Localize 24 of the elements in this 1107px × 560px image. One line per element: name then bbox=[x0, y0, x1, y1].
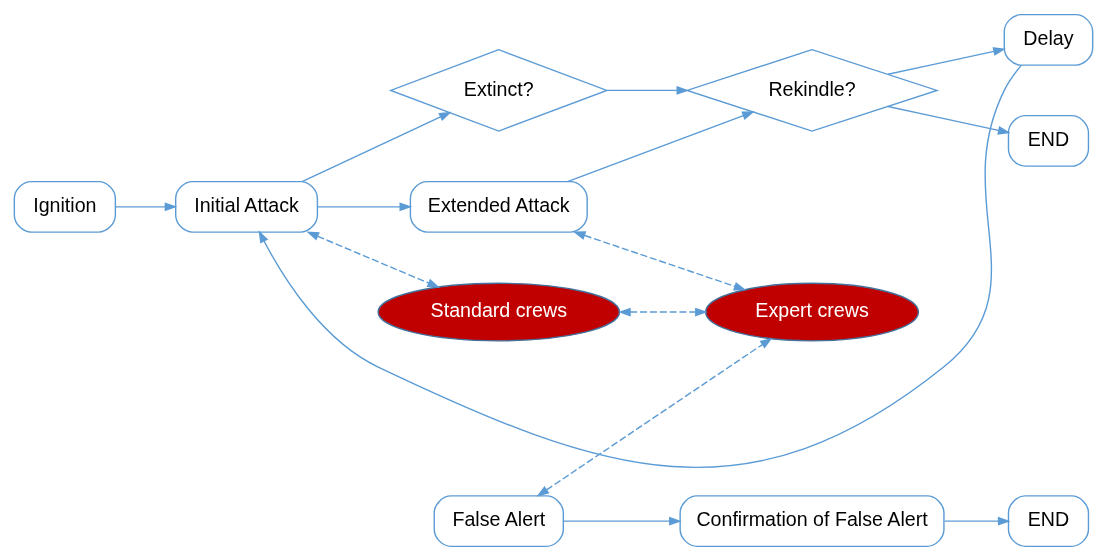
arrow bbox=[606, 85, 690, 95]
arrow bbox=[114, 201, 178, 211]
node-box: Initial Attack bbox=[175, 180, 319, 233]
arrow bbox=[258, 64, 1022, 467]
node-box: Ignition bbox=[13, 180, 117, 233]
arrow bbox=[618, 307, 708, 316]
node-box: END bbox=[1007, 114, 1090, 167]
node-box: Confirmation of False Alert bbox=[679, 494, 945, 547]
arrow bbox=[887, 46, 1006, 75]
arrow bbox=[566, 110, 755, 182]
node-ellipse: Standard crews bbox=[377, 282, 621, 342]
node-box: False Alert bbox=[433, 494, 565, 547]
node-diamond: Extinct? bbox=[388, 48, 609, 132]
node-box: END bbox=[1007, 494, 1090, 547]
arrow bbox=[943, 516, 1011, 526]
node-box: Extended Attack bbox=[409, 180, 588, 233]
node-box: Delay bbox=[1003, 13, 1094, 66]
arrow bbox=[306, 231, 440, 288]
arrow bbox=[887, 105, 1011, 135]
arrow bbox=[562, 516, 682, 526]
arrow bbox=[316, 201, 413, 211]
arrow bbox=[572, 230, 747, 290]
arrow bbox=[536, 337, 773, 497]
arrow bbox=[301, 111, 452, 182]
